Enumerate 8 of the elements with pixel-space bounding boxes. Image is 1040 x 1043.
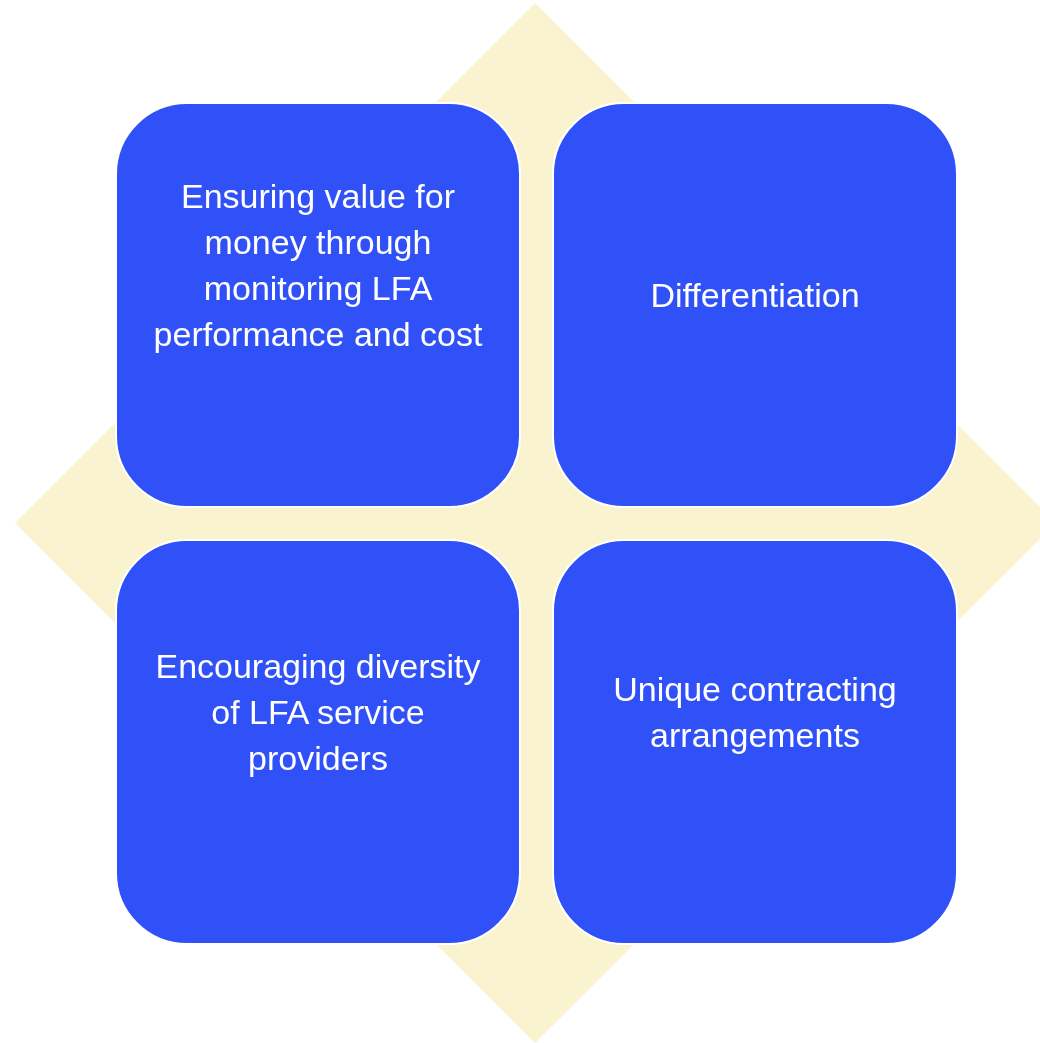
rounded-box: [552, 539, 958, 945]
box-text: Differentiation: [650, 274, 860, 316]
rounded-box: [115, 102, 521, 508]
box-text: Encouraging diversity of LFA service providers: [154, 645, 482, 780]
box-text: Ensuring value for money through monitoring LFA performance and cost: [152, 175, 484, 356]
box-text: Unique contracting arrangements: [612, 668, 898, 756]
rounded-box: [115, 539, 521, 945]
rounded-box: [552, 102, 958, 508]
